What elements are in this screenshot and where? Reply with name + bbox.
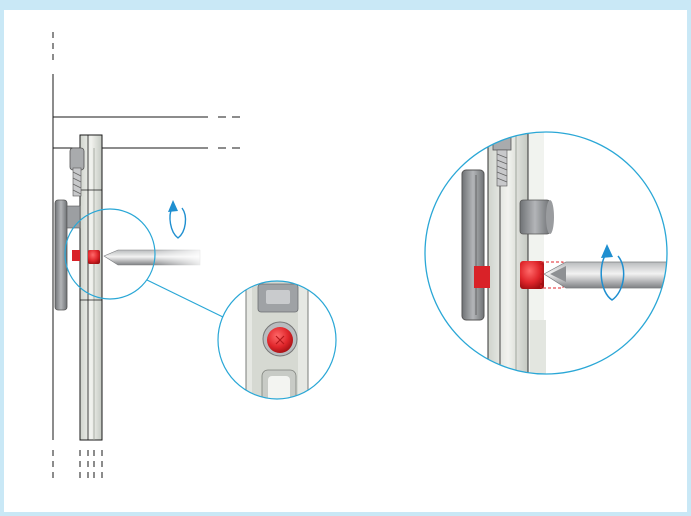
screwdriver-icon <box>103 248 210 267</box>
detail-callout-large <box>424 131 668 375</box>
screwdriver-icon <box>543 261 667 289</box>
rotation-arrow-icon <box>600 244 625 301</box>
detail-callout-small <box>217 280 337 400</box>
overview-drawing <box>52 32 246 480</box>
magnifier-ring <box>64 208 156 300</box>
screw-icon <box>69 147 85 197</box>
rotation-arrow-icon <box>168 200 187 239</box>
